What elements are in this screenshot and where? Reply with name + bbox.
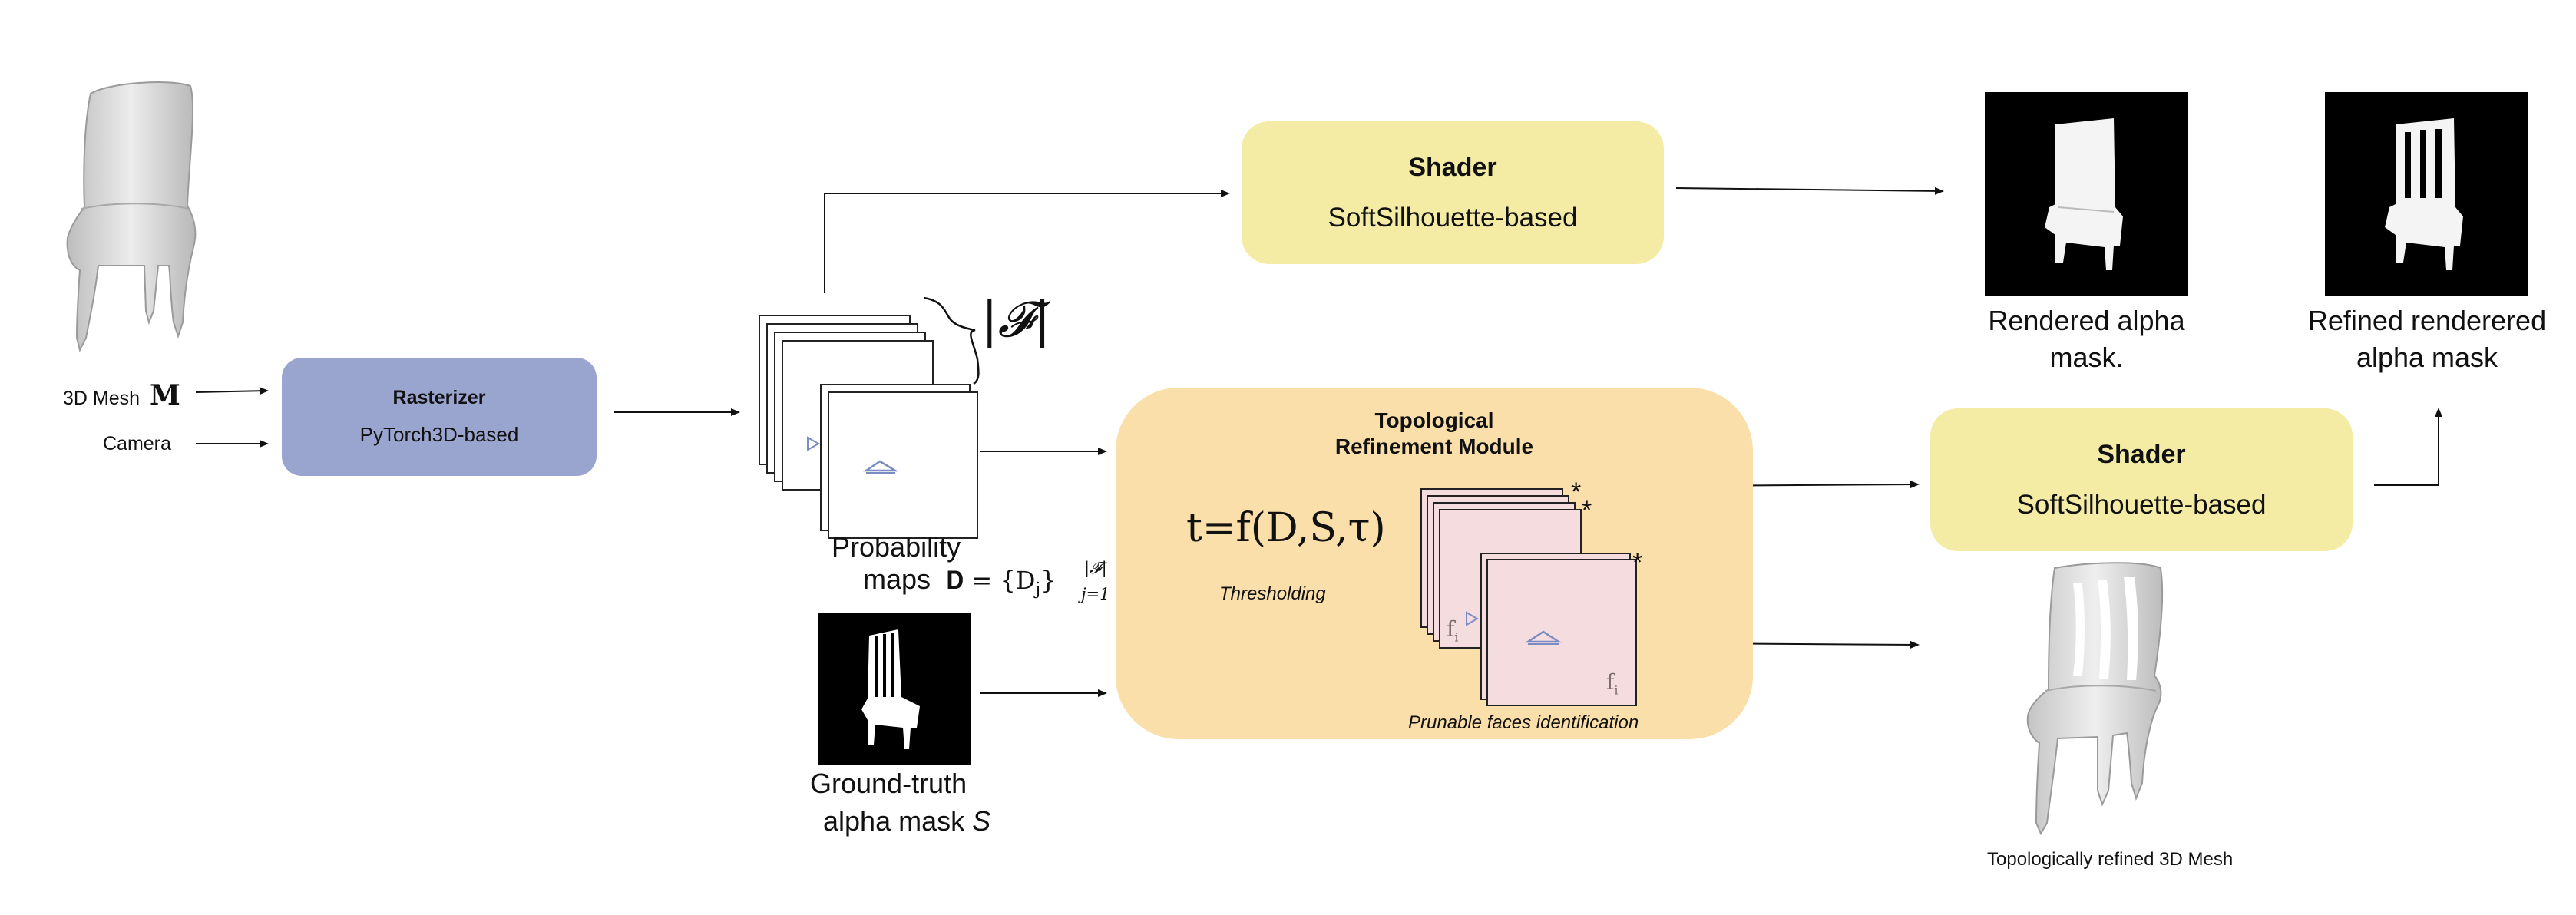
trm-title-line2: Refinement Module (1334, 434, 1534, 458)
trm-title: Topological Refinement Module (1265, 408, 1603, 460)
trm-title-line1: Topological (1374, 408, 1494, 432)
probability-formula: maps 𝐃 = {Dj} (863, 563, 1057, 599)
rendered-alpha-label: Rendered alpha mask. (1985, 302, 2188, 376)
alpha-mask-symbol: S (972, 805, 991, 837)
shader-top-box: Shader SoftSilhouette-based (1242, 121, 1664, 264)
threshold-equation: t=f(D,S,τ) (1186, 505, 1386, 551)
thresholding-label: Thresholding (1219, 583, 1326, 604)
formula-main: 𝐃 = {D (946, 566, 1036, 595)
shader-bottom-title: Shader (2097, 439, 2186, 469)
refined-alpha-line1: Refined renderered (2307, 305, 2547, 336)
shader-bottom-box: Shader SoftSilhouette-based (1930, 408, 2353, 551)
shader-top-subtitle: SoftSilhouette-based (1328, 202, 1578, 233)
face-label-text: f (1447, 616, 1455, 642)
arrow-maps-to-shader-top (824, 190, 1230, 293)
maps-label: maps (863, 563, 931, 595)
face-label-left: fi (1447, 616, 1459, 645)
ground-truth-label-2: alpha mask S (823, 805, 990, 837)
shader-bottom-subtitle: SoftSilhouette-based (2016, 489, 2267, 520)
rendered-alpha-line1: Rendered alpha (1988, 305, 2185, 336)
face-label-sub: i (1614, 682, 1619, 698)
refined-alpha-mask-image (2325, 92, 2528, 296)
arrow-shader-to-rendered (1675, 187, 1944, 195)
camera-label: Camera (103, 433, 171, 454)
ground-truth-label-1: Ground-truth (810, 768, 967, 799)
rasterizer-title: Rasterizer (392, 387, 486, 408)
rasterizer-box: Rasterizer PyTorch3D-based (282, 358, 597, 476)
refined-mesh-label: Topologically refined 3D Mesh (1987, 849, 2234, 870)
mesh-input-label: 3D Mesh M (63, 379, 180, 411)
mesh-label: 3D Mesh (63, 388, 141, 409)
formula-lower: j=1 (1081, 585, 1110, 603)
arrow-shader-to-refined (2374, 408, 2442, 486)
curly-brace-maps (923, 296, 980, 385)
refined-alpha-label: Refined renderered alpha mask (2299, 302, 2555, 376)
star-marker-3: * (1632, 548, 1643, 577)
mesh-symbol: M (150, 379, 180, 411)
face-label-right: fi (1606, 669, 1619, 698)
rasterizer-subtitle: PyTorch3D-based (359, 423, 519, 446)
face-label-text: f (1606, 669, 1615, 695)
formula-sub: j (1035, 580, 1041, 600)
star-marker-2: * (1582, 496, 1592, 525)
face-label-sub: i (1454, 629, 1459, 645)
rendered-alpha-line2: mask. (2049, 342, 2124, 373)
probability-label: Probability (832, 531, 961, 563)
formula-sup: |𝓕| (1084, 559, 1107, 577)
rendered-alpha-mask-image (1985, 92, 2188, 296)
star-marker-1: * (1571, 477, 1582, 507)
refined-alpha-line2: alpha mask (2356, 342, 2498, 373)
formula-close: } (1040, 566, 1057, 595)
arrow-mesh-to-rasterizer (195, 387, 269, 395)
shader-top-title: Shader (1408, 152, 1497, 182)
cardinality-label: |𝓕| (981, 292, 1051, 348)
alpha-mask-text: alpha mask (823, 805, 973, 837)
prunable-faces-label: Prunable faces identification (1408, 712, 1639, 733)
ground-truth-mask-image (818, 613, 971, 765)
